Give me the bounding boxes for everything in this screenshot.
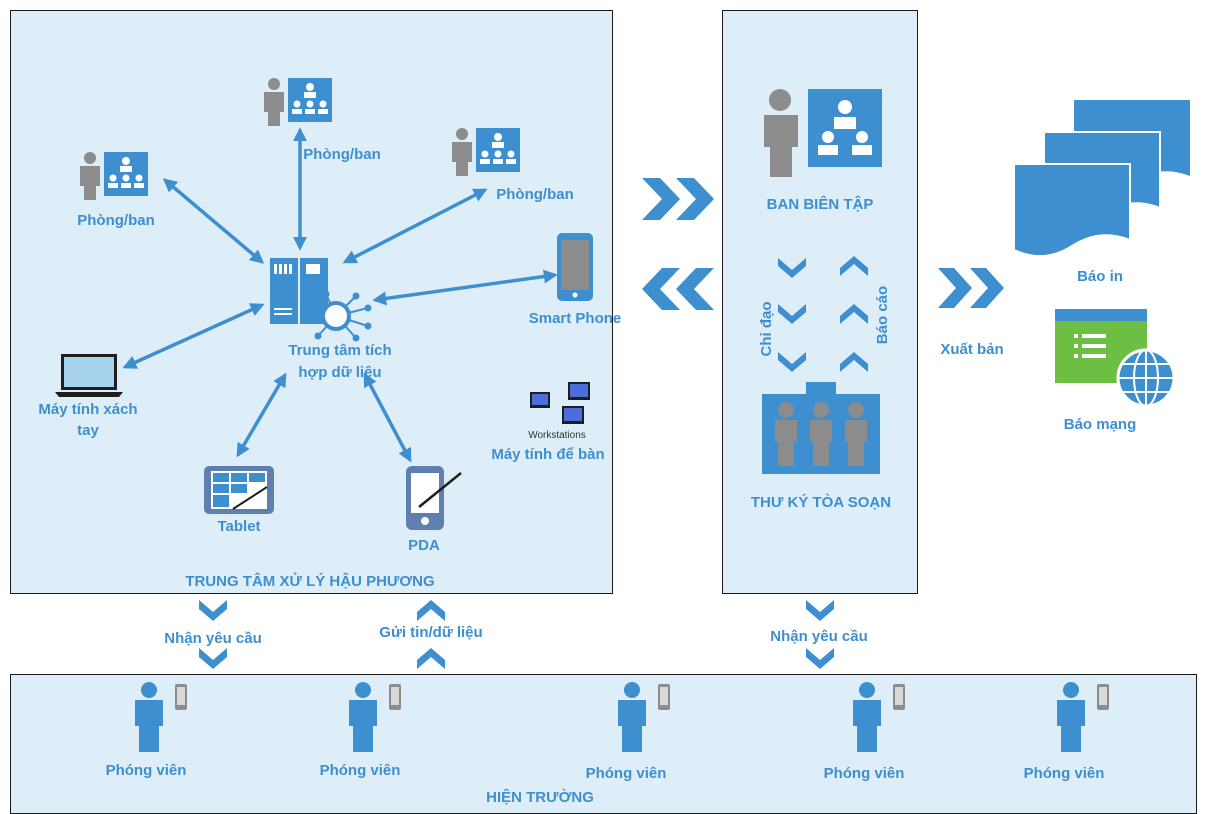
- chevron-up-pair: [417, 600, 445, 669]
- print-pages-icon: [1013, 100, 1190, 257]
- online-label: Báo mạng: [1063, 416, 1137, 433]
- reporter-icon: [618, 682, 670, 752]
- laptop-icon: [55, 354, 123, 397]
- reporter-label: Phóng viên: [319, 762, 401, 779]
- web-globe-icon: [1055, 309, 1176, 408]
- department-icon: [452, 128, 520, 176]
- reporter-label: Phóng viên: [1023, 765, 1105, 782]
- pda-icon: [406, 466, 462, 530]
- chevron-down-pair: [806, 600, 834, 669]
- tablet-icon: [204, 466, 274, 514]
- print-label: Báo in: [1077, 268, 1123, 285]
- dept-label-3: Phòng/ban: [496, 186, 574, 203]
- tablet-label: Tablet: [217, 518, 261, 535]
- arrow-dept1-center: [162, 178, 265, 264]
- laptop-label-line1: Máy tính xách: [38, 401, 138, 418]
- receive-right-label: Nhận yêu cầu: [770, 628, 868, 645]
- pda-label: PDA: [408, 537, 440, 554]
- smartphone-label: Smart Phone: [528, 310, 622, 327]
- workstations-icon: [530, 382, 590, 424]
- chevron-left-icon: [642, 268, 714, 310]
- chevron-up-column: [840, 256, 868, 372]
- arrow-dept3-center: [342, 188, 488, 264]
- chevron-right-icon: [642, 178, 714, 220]
- reporter-label: Phóng viên: [823, 765, 905, 782]
- direct-label: Chỉ đạo: [758, 301, 775, 357]
- reporter-icon: [135, 682, 187, 752]
- department-icon: [80, 152, 148, 200]
- dept-label-1: Phòng/ban: [77, 212, 155, 229]
- center-label-line1: Trung tâm tích: [288, 342, 392, 359]
- desktop-label: Máy tính để bàn: [491, 446, 605, 463]
- reporter-label: Phóng viên: [585, 765, 667, 782]
- publish-label: Xuất bản: [940, 341, 1004, 358]
- reporter-icon: [1057, 682, 1109, 752]
- center-label-line2: hợp dữ liệu: [298, 364, 382, 381]
- arrow-pda-center: [363, 372, 412, 463]
- chevron-right-icon: [938, 268, 1004, 308]
- department-icon: [264, 78, 332, 126]
- smartphone-icon: [557, 233, 593, 301]
- workstations-small-label: Workstations: [528, 430, 586, 441]
- secretary-group-icon: [762, 382, 880, 474]
- arrow-tablet-center: [236, 372, 287, 458]
- reporter-icon: [853, 682, 905, 752]
- laptop-label-line2: tay: [77, 422, 99, 439]
- hub-title: TRUNG TÂM XỬ LÝ HẬU PHƯƠNG: [185, 573, 435, 590]
- secretary-label: THƯ KÝ TÒA SOẠN: [750, 494, 892, 511]
- editorial-board-label: BAN BIÊN TẬP: [766, 196, 874, 213]
- arrow-laptop-center: [122, 303, 265, 369]
- receive-left-label: Nhận yêu cầu: [164, 630, 262, 647]
- reporter-label: Phóng viên: [105, 762, 187, 779]
- arrow-phone-center: [372, 269, 558, 306]
- field-title: HIỆN TRƯỜNG: [486, 789, 594, 806]
- reporter-icon: [349, 682, 401, 752]
- dept-label-2: Phòng/ban: [303, 146, 381, 163]
- report-label: Báo cáo: [874, 285, 891, 345]
- server-hub-icon: [270, 258, 372, 342]
- send-label: Gửi tin/dữ liệu: [379, 624, 483, 641]
- chevron-down-pair: [199, 600, 227, 669]
- chevron-down-column: [778, 258, 806, 372]
- editorial-board-icon: [764, 89, 882, 177]
